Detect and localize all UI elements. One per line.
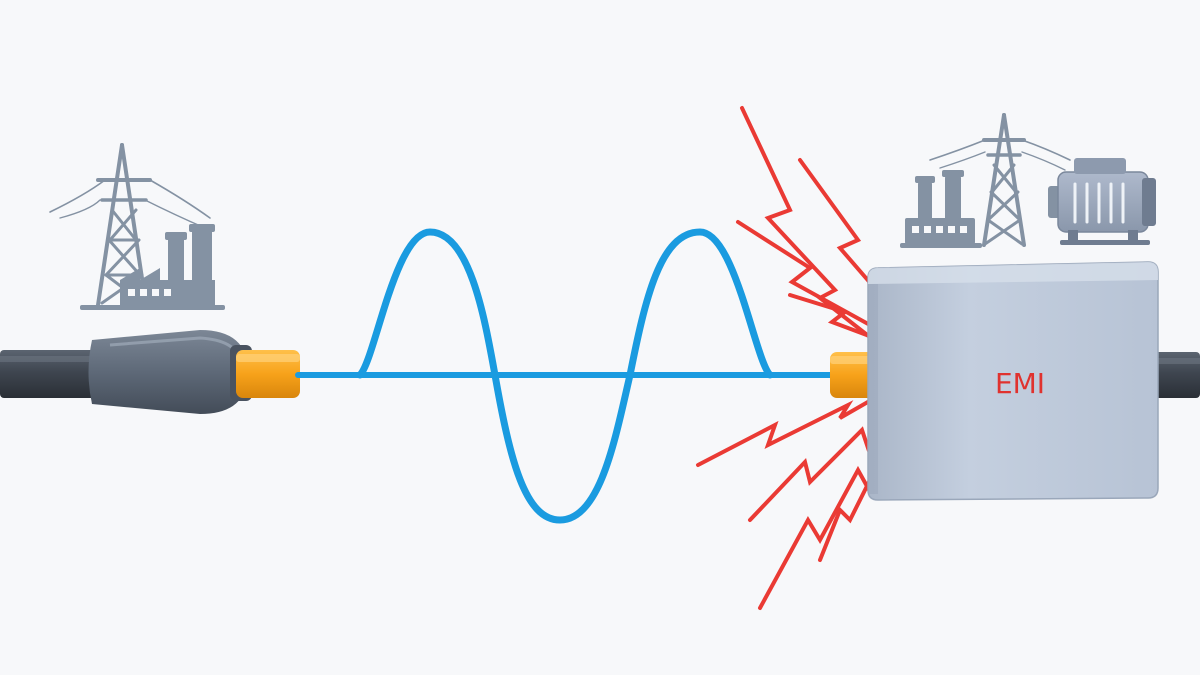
sine-wave-icon	[356, 228, 774, 524]
transmission-tower-icon	[929, 113, 1071, 247]
lightning-bolt-icon	[696, 106, 892, 610]
electric-motor-icon	[1048, 158, 1156, 245]
left-cable	[0, 350, 115, 398]
factory-icon	[900, 170, 982, 248]
left-industrial-scene	[49, 143, 225, 310]
factory-icon	[80, 224, 225, 310]
left-connector-sleeve	[236, 350, 300, 398]
cable-plug	[88, 330, 252, 414]
right-industrial-scene	[900, 113, 1156, 248]
emi-device-box: EMI	[867, 261, 1159, 501]
emi-label: EMI	[995, 367, 1045, 400]
